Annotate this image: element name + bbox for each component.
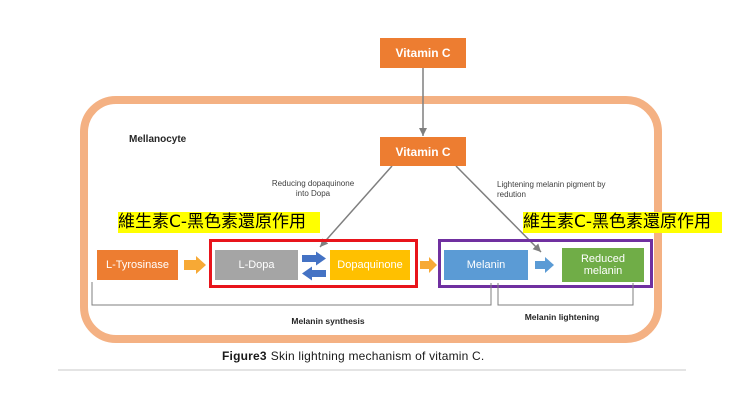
reduced-melanin-box: Reduced melanin xyxy=(562,248,644,282)
top-vitamin-c-box: Vitamin C xyxy=(380,38,466,68)
dopaquinone-to-dopa-arrow xyxy=(302,266,326,281)
melanin-synthesis-bracket xyxy=(91,282,492,306)
melanin-box: Melanin xyxy=(444,250,528,280)
melanin-synthesis-label: Melanin synthesis xyxy=(291,316,365,326)
dopaquinone-to-melanin-arrow xyxy=(420,257,437,273)
reduced-melanin-label-line: Reduced xyxy=(580,253,626,265)
dopa-to-dopaquinone-arrow xyxy=(302,251,326,266)
annotation-line: Reducing dopaquinone xyxy=(271,179,355,188)
inner-vitamin-c-box: Vitamin C xyxy=(380,137,466,166)
melanin-lightening-annotation: Lightening melanin pigment by redution xyxy=(497,180,606,200)
dopaquinone-label: Dopaquinone xyxy=(337,259,403,271)
melanin-lightening-line xyxy=(455,165,542,253)
melanin-lightening-label: Melanin lightening xyxy=(524,312,600,322)
caption-figure-number: Figure3 xyxy=(222,349,267,363)
cell-label: Mellanocyte xyxy=(129,134,187,145)
melanin-reduction-purple-frame xyxy=(438,239,653,288)
highlight-text-left: 維生素C-黑色素還原作用 xyxy=(118,212,320,233)
melanin-lightening-bracket xyxy=(497,283,634,306)
annotation-line: redution xyxy=(497,190,526,199)
reduced-melanin-label-line: melanin xyxy=(583,265,623,277)
l-tyrosinase-label: L-Tyrosinase xyxy=(106,259,169,271)
inner-vitamin-c-label: Vitamin C xyxy=(395,144,451,159)
highlight-text-right: 維生素C-黑色素還原作用 xyxy=(523,212,722,233)
annotation-line: Lightening melanin pigment by xyxy=(497,180,606,189)
caption-text: Skin lightning mechanism of vitamin C. xyxy=(270,349,485,363)
top-vitamin-c-label: Vitamin C xyxy=(395,46,451,60)
melanin-to-reduced-arrow xyxy=(535,257,554,273)
melanin-label: Melanin xyxy=(466,259,506,271)
dopa-reduction-red-frame xyxy=(209,239,418,288)
dopaquinone-reduction-line xyxy=(319,165,393,248)
l-dopa-label: L-Dopa xyxy=(238,259,275,271)
tyrosinase-to-dopa-arrow xyxy=(184,256,206,274)
dopaquinone-reduction-annotation: Reducing dopaquinone into Dopa xyxy=(263,179,363,199)
annotation-line: into Dopa xyxy=(295,189,331,198)
l-dopa-box: L-Dopa xyxy=(215,250,298,280)
dopaquinone-box: Dopaquinone xyxy=(330,250,410,280)
l-tyrosinase-box: L-Tyrosinase xyxy=(97,250,178,280)
